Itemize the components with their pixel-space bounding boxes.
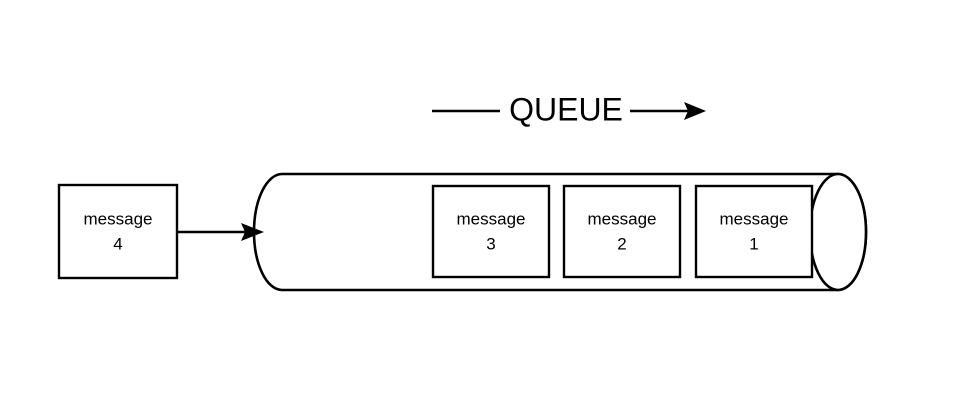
- queue-arrow-head-icon: [684, 102, 706, 120]
- message-box-incoming-rect[interactable]: [57, 183, 179, 280]
- message-box-incoming[interactable]: message 4: [57, 183, 179, 280]
- message-box-queued-2-label-line2: 2: [617, 234, 626, 253]
- enqueue-arrow-group: [177, 223, 264, 241]
- message-box-queued-3-label-line1: message: [457, 209, 526, 228]
- message-box-incoming-label-line2: 4: [113, 234, 122, 253]
- message-box-queued-1-rect[interactable]: [694, 184, 814, 279]
- message-box-queued-1-label-line2: 1: [749, 234, 758, 253]
- message-box-incoming-label-line1: message: [84, 209, 153, 228]
- queue-cylinder-end-cap: [808, 172, 868, 292]
- enqueue-arrow-head-icon: [241, 223, 264, 241]
- message-box-queued-2[interactable]: message 2: [562, 184, 682, 279]
- message-box-queued-1-label-line1: message: [720, 209, 789, 228]
- message-box-queued-2-rect[interactable]: [562, 184, 682, 279]
- message-box-queued-3[interactable]: message 3: [431, 184, 551, 279]
- queue-label: QUEUE: [509, 91, 623, 127]
- message-box-queued-3-label-line2: 3: [486, 234, 495, 253]
- message-box-queued-3-rect[interactable]: [431, 184, 551, 279]
- message-box-queued-2-label-line1: message: [588, 209, 657, 228]
- queue-direction-arrow-group: QUEUE: [432, 91, 706, 127]
- message-box-queued-1[interactable]: message 1: [694, 184, 814, 279]
